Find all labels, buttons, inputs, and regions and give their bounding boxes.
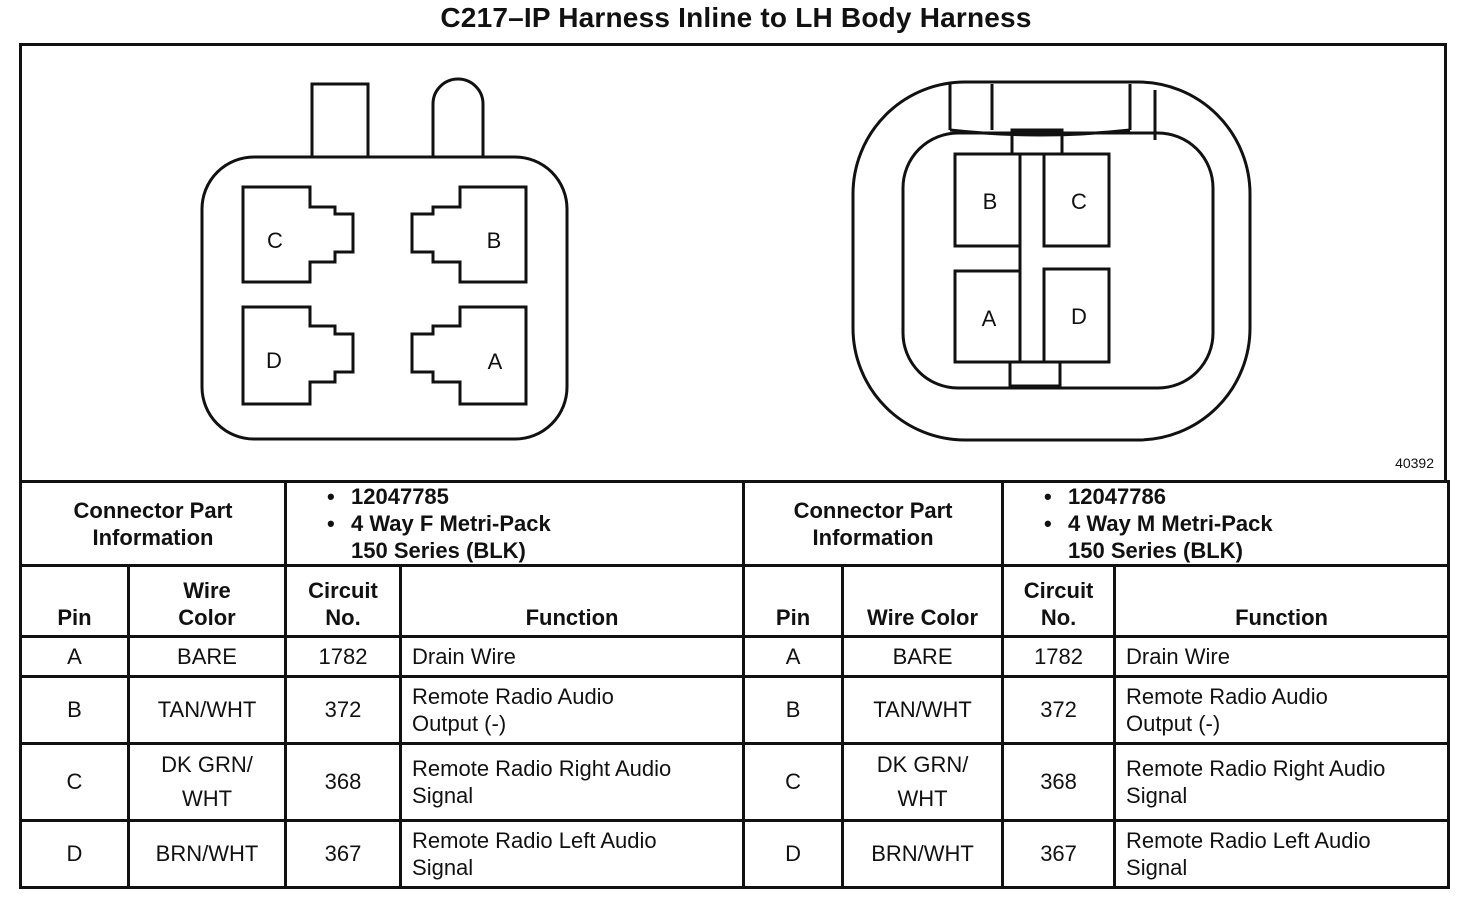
wire-color-cell: BARE <box>841 635 1005 678</box>
col-header-function: Function <box>1113 564 1451 638</box>
pin-cell: A <box>19 635 130 678</box>
female-cavity-b-label: B <box>487 228 502 253</box>
circuit-cell: 1782 <box>284 635 403 678</box>
male-cavity-c <box>1042 152 1111 248</box>
wire-color-cell: TAN/WHT <box>126 675 288 745</box>
function-cell: Drain Wire <box>1113 635 1451 678</box>
female-cavity-c-label: C <box>267 228 283 253</box>
figure-number: 40392 <box>1395 455 1434 471</box>
female-cavity-b <box>410 185 528 284</box>
male-cavity-a <box>953 269 1022 364</box>
right-part-description: 4 Way M Metri-Pack <box>1044 510 1437 537</box>
col-header-wire-color: Wire Color <box>841 564 1005 638</box>
right-part-series: 150 Series (BLK) <box>1068 538 1243 563</box>
pin-cell: B <box>742 675 845 745</box>
diagram-title: C217–IP Harness Inline to LH Body Harnes… <box>440 2 1032 33</box>
left-part-number: 12047785 <box>327 485 732 511</box>
circuit-cell: 372 <box>1001 675 1117 745</box>
col-header-pin: Pin <box>742 564 845 638</box>
pin-cell: C <box>742 742 845 822</box>
wire-color-cell: BRN/WHT <box>841 819 1005 889</box>
wire-color-cell: BRN/WHT <box>126 819 288 889</box>
pin-cell: A <box>742 635 845 678</box>
left-part-info-label: Connector Part Information <box>18 480 288 567</box>
col-header-function: Function <box>399 564 746 638</box>
female-cavity-a <box>410 305 528 406</box>
circuit-cell: 367 <box>284 819 403 889</box>
connector-illustration: C B D A B C A D <box>200 77 1252 442</box>
male-connector-body <box>851 80 1252 442</box>
male-cavity-a-label: A <box>982 306 997 331</box>
wire-color-cell: TAN/WHT <box>841 675 1005 745</box>
table-row: C DK GRN/WHT 368 Remote Radio Right Audi… <box>19 742 1451 822</box>
wire-color-cell: DK GRN/WHT <box>841 742 1005 822</box>
pin-cell: C <box>19 742 130 822</box>
left-part-details: 12047785 4 Way F Metri-Pack 150 Series (… <box>284 480 746 567</box>
pin-cell: D <box>19 819 130 889</box>
female-cavity-a-label: A <box>488 349 503 374</box>
right-part-details: 12047786 4 Way M Metri-Pack 150 Series (… <box>1001 480 1451 567</box>
male-cavity-d <box>1042 267 1111 364</box>
circuit-cell: 368 <box>1001 742 1117 822</box>
male-cavity-d-label: D <box>1071 304 1087 329</box>
circuit-cell: 1782 <box>1001 635 1117 678</box>
pin-cell: D <box>742 819 845 889</box>
connector-illustration-frame <box>19 43 1447 481</box>
circuit-cell: 372 <box>284 675 403 745</box>
pin-cell: B <box>19 675 130 745</box>
right-part-info-label: Connector Part Information <box>742 480 1005 567</box>
table-row: A BARE 1782 Drain Wire A BARE 1782 Drain… <box>19 635 1451 678</box>
wire-color-cell: BARE <box>126 635 288 678</box>
male-cavity-c-label: C <box>1071 189 1087 214</box>
female-cavity-d-label: D <box>266 348 282 373</box>
female-cavity-c <box>241 185 355 284</box>
left-part-description: 4 Way F Metri-Pack <box>327 510 732 537</box>
wire-color-cell: DK GRN/WHT <box>126 742 288 822</box>
circuit-cell: 367 <box>1001 819 1117 889</box>
female-connector-body <box>200 77 569 441</box>
right-part-number: 12047786 <box>1044 485 1437 511</box>
circuit-cell: 368 <box>284 742 403 822</box>
col-header-pin: Pin <box>19 564 130 638</box>
female-cavity-d <box>241 305 355 406</box>
male-cavity-b-label: B <box>983 189 998 214</box>
function-cell: Drain Wire <box>399 635 746 678</box>
connector-pin-table: Connector Part Information 12047785 4 Wa… <box>18 480 1451 889</box>
male-cavity-b <box>953 152 1022 248</box>
left-part-series: 150 Series (BLK) <box>351 538 526 563</box>
